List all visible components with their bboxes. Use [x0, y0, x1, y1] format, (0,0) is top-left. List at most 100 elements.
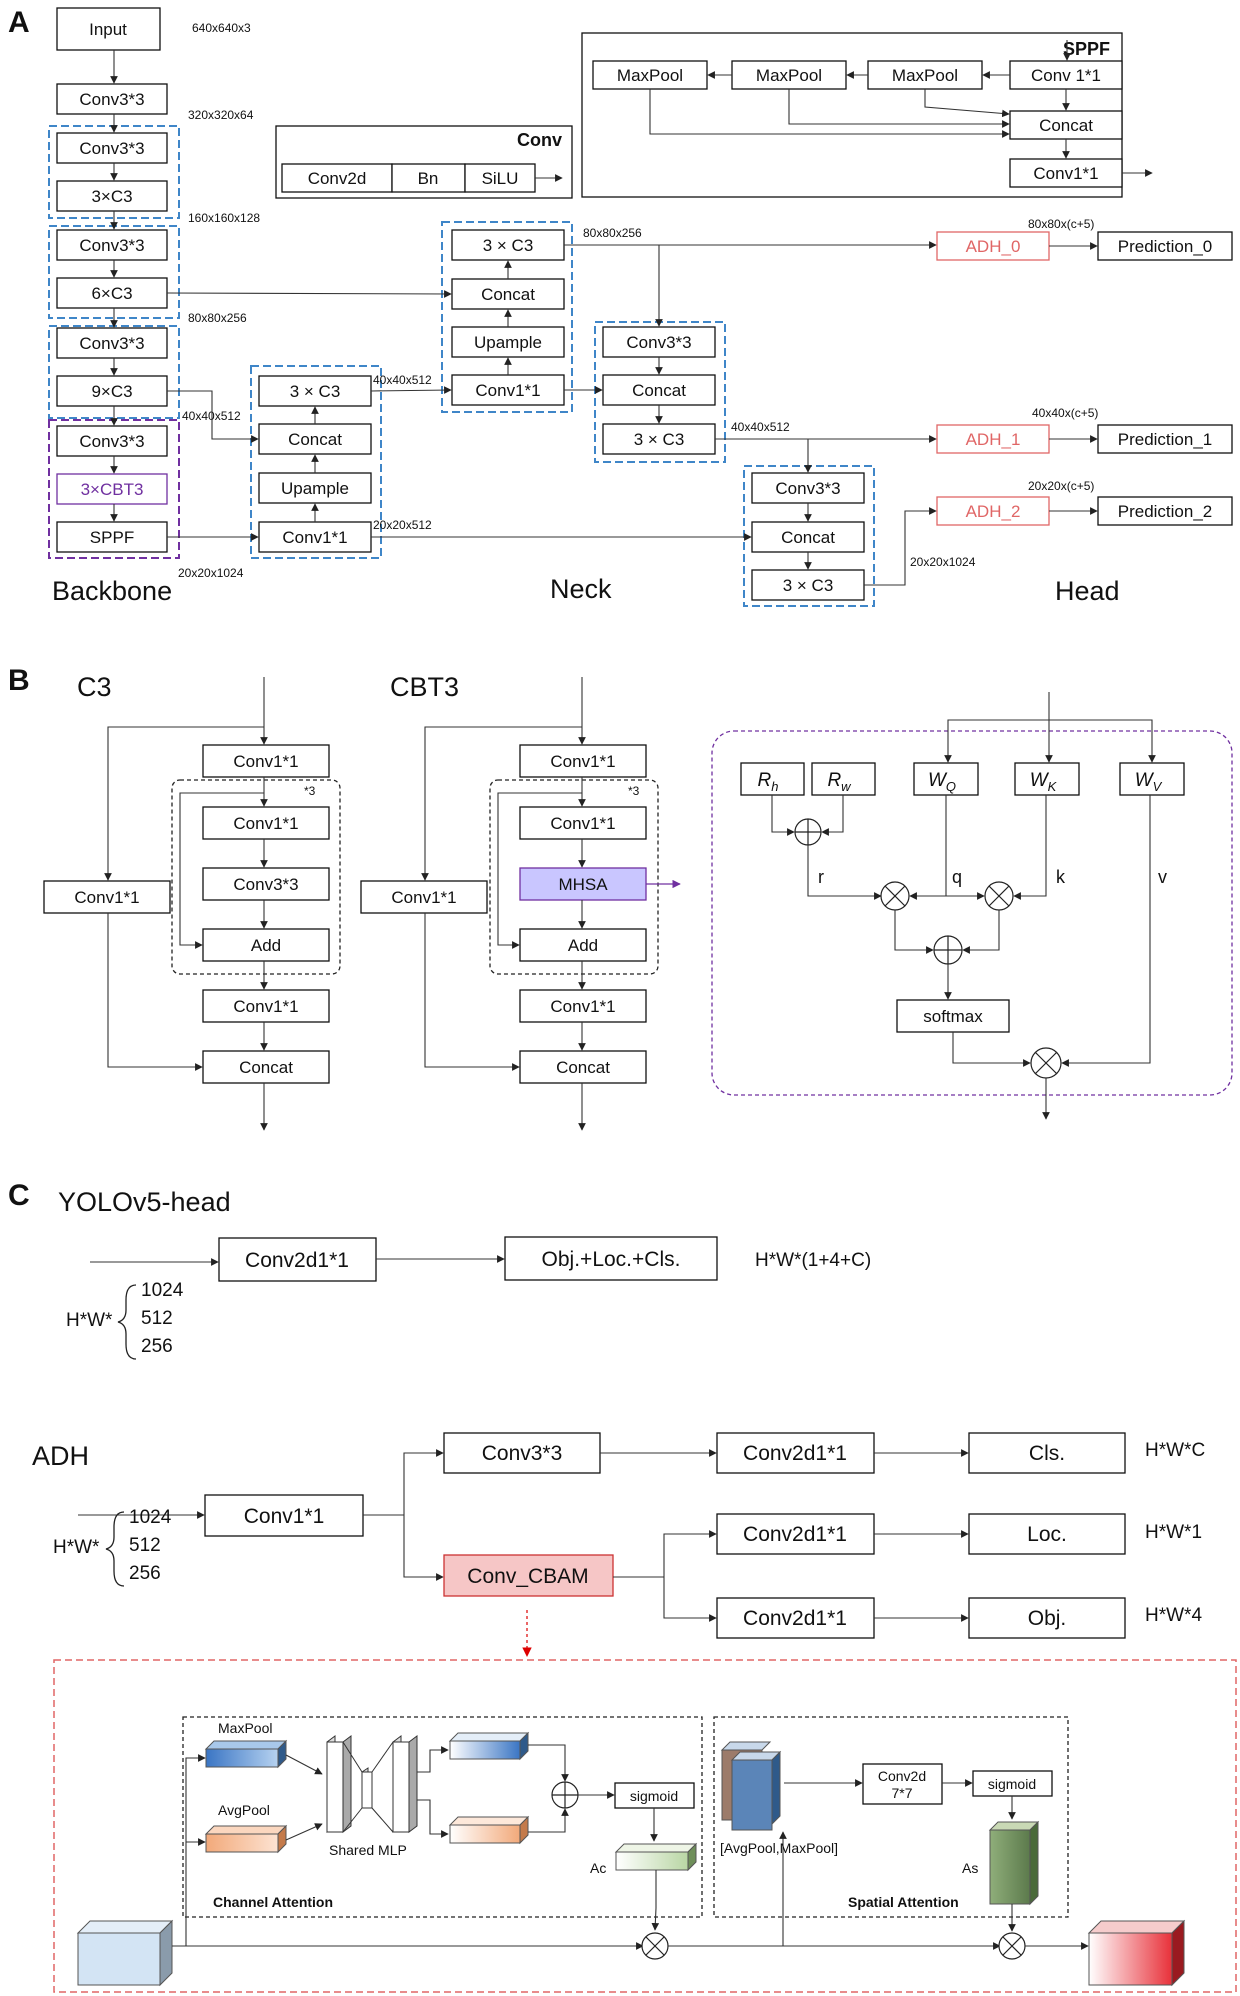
neck-dim-20-1024: 20x20x1024	[910, 555, 976, 569]
adh-hw-label: H*W*	[53, 1537, 100, 1558]
shared-mlp-icon	[326, 1735, 418, 1833]
nb4-concat	[751, 521, 865, 553]
b1-c3-box	[56, 180, 168, 212]
adh-dim-c: H*W*C	[1145, 1440, 1205, 1461]
prediction-2-label: Prediction_2	[1118, 502, 1213, 521]
cbt3-title: CBT3	[390, 672, 459, 702]
panel-label-a: A	[8, 6, 30, 39]
cbt3-mhsa-label: MHSA	[558, 875, 608, 894]
neck-block-1	[250, 365, 382, 559]
cbt3-repeat-block	[489, 779, 659, 975]
shared-mlp-label: Shared MLP	[329, 1842, 407, 1858]
avg-max-label: [AvgPool,MaxPool]	[720, 1840, 838, 1856]
pooled-maps-icon	[720, 1741, 782, 1831]
yolo-conv2d11	[218, 1237, 377, 1282]
adh-loc	[968, 1513, 1126, 1555]
spatial-kernel-label: 7*7	[891, 1785, 912, 1801]
dim-20: 20x20x1024	[178, 566, 244, 580]
wk-sub: K	[1048, 779, 1058, 794]
nb2-conv11-label: Conv1*1	[475, 381, 540, 400]
adh-conv11-label: Conv1*1	[244, 1505, 325, 1528]
adh-cls	[968, 1432, 1126, 1474]
adh-1-label: ADH_1	[966, 430, 1021, 449]
sppf-maxpool-2	[731, 60, 847, 90]
nb4-conv33-label: Conv3*3	[775, 479, 840, 498]
c3-repeat-block	[171, 779, 341, 975]
b4-sppf-box	[56, 521, 168, 553]
nb2-upample-label: Upample	[474, 333, 542, 352]
panel-label-b: B	[8, 664, 30, 697]
adh-ch-1024: 1024	[129, 1507, 172, 1528]
sppf-maxpool-1-label: MaxPool	[892, 66, 958, 85]
maxpool-label: MaxPool	[218, 1720, 272, 1736]
cbt3-repeat-label: *3	[628, 784, 640, 798]
b3-conv-label: Conv3*3	[79, 334, 144, 353]
neck-block-2	[441, 221, 573, 413]
conv-stem-label: Conv3*3	[79, 90, 144, 109]
c3-conv11-top	[202, 744, 330, 778]
nb4-c3	[751, 569, 865, 601]
rw-box	[811, 762, 876, 796]
conv-def-title: Conv	[517, 130, 562, 150]
input-feature-icon	[76, 1919, 174, 1987]
nb2-c3	[451, 229, 565, 261]
input-dim: 640x640x3	[192, 21, 251, 35]
input-label: Input	[89, 20, 127, 39]
spatial-sigmoid-label: sigmoid	[988, 1776, 1036, 1792]
b4-cbt3-label: 3×CBT3	[81, 480, 144, 499]
yolo-head-title: YOLOv5-head	[58, 1187, 231, 1217]
sppf-title: SPPF	[1063, 39, 1110, 59]
c3-add-label: Add	[251, 936, 281, 955]
yolo-ch-1024: 1024	[141, 1280, 184, 1301]
prediction-1	[1097, 424, 1233, 454]
v-label: v	[1158, 867, 1167, 887]
conv-def-bn-label: Bn	[418, 169, 439, 188]
k-label: k	[1056, 867, 1066, 887]
nb1-concat-label: Concat	[288, 430, 342, 449]
svg-text:WV: WV	[1135, 770, 1163, 794]
nb1-conv11	[258, 521, 372, 553]
pred-dim-1: 40x40x(c+5)	[1032, 406, 1098, 420]
nb3-concat	[602, 374, 716, 406]
maxpool-vector-icon	[204, 1739, 288, 1769]
nb1-c3-label: 3 × C3	[290, 382, 341, 401]
panel-label-c: C	[8, 1179, 30, 1212]
c3-add	[202, 928, 330, 962]
prediction-1-label: Prediction_1	[1118, 430, 1213, 449]
adh-conv33-label: Conv3*3	[482, 1442, 563, 1465]
avg-mlp-output-icon	[448, 1815, 530, 1845]
spatial-attention-map-icon	[988, 1820, 1040, 1906]
c3-conv33-label: Conv3*3	[233, 875, 298, 894]
prediction-0-label: Prediction_0	[1118, 237, 1213, 256]
r-label: r	[818, 867, 824, 887]
b2-c3-box	[56, 277, 168, 309]
nb1-upample	[258, 472, 372, 504]
q-label: q	[952, 867, 962, 887]
c3-conv11-inner-label: Conv1*1	[233, 814, 298, 833]
adh-conv-cbam-label: Conv_CBAM	[467, 1565, 588, 1588]
adh-0	[936, 231, 1050, 261]
b2-conv-box	[56, 229, 168, 261]
sppf-maxpool-2-label: MaxPool	[756, 66, 822, 85]
adh-2	[936, 496, 1050, 526]
dim-320: 320x320x64	[188, 108, 254, 122]
head-label: Head	[1055, 576, 1120, 606]
conv-def-silu-label: SiLU	[482, 169, 519, 188]
conv-def-conv2d	[281, 163, 393, 193]
nb2-c3-label: 3 × C3	[483, 236, 534, 255]
prediction-2	[1097, 496, 1233, 526]
c3-conv11-bottom	[202, 989, 330, 1023]
sppf-maxpool-3-label: MaxPool	[617, 66, 683, 85]
yolo-out-dim: H*W*(1+4+C)	[755, 1250, 871, 1271]
b1-conv-box	[56, 132, 168, 164]
c3-conv11-top-label: Conv1*1	[233, 752, 298, 771]
c3-conv11-side-label: Conv1*1	[74, 888, 139, 907]
spatial-attention-block	[713, 1716, 1069, 1918]
cbt3-conv11-side-label: Conv1*1	[391, 888, 456, 907]
sppf-concat-label: Concat	[1039, 116, 1093, 135]
b3-conv-box	[56, 327, 168, 359]
pred-dim-2: 20x20x(c+5)	[1028, 479, 1094, 493]
wv-box	[1119, 762, 1185, 796]
adh-ch-512: 512	[129, 1535, 161, 1556]
backbone-label: Backbone	[52, 576, 172, 606]
